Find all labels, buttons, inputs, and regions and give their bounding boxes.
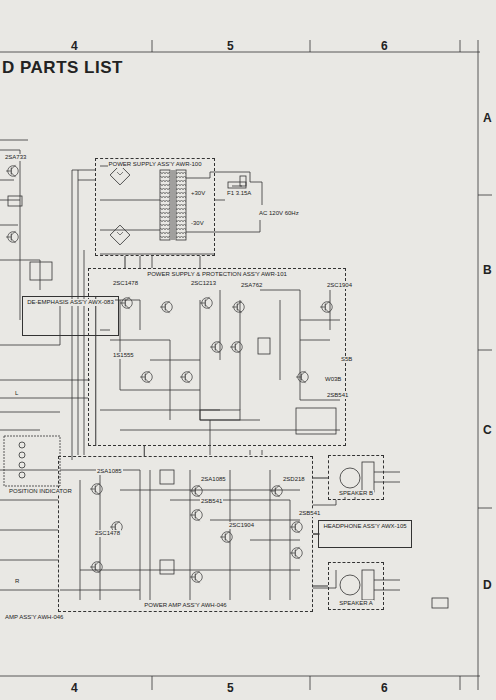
part-label: 2SA1085 <box>200 476 227 483</box>
part-label: W03B <box>324 376 342 383</box>
part-label: 2SB541 <box>326 392 349 399</box>
wire-connector <box>313 586 328 587</box>
assembly-label: SPEAKER B <box>338 490 374 497</box>
assembly-label: POWER SUPPLY & PROTECTION ASS'Y AWR-101 <box>146 271 288 278</box>
part-label: -30V <box>190 220 205 227</box>
part-label: 2SC1213 <box>190 280 217 287</box>
grid-reference: 4 <box>70 40 79 53</box>
part-label: S5B <box>340 356 353 363</box>
assembly-label: HEADPHONE ASS'Y AWX-105 <box>322 523 407 530</box>
part-label: 2SA762 <box>240 282 263 289</box>
grid-reference: C <box>482 424 493 437</box>
part-label: POSITION INDICATOR <box>8 488 73 495</box>
grid-reference: B <box>482 264 493 277</box>
part-label: AC 120V 60Hz <box>258 210 300 217</box>
part-label: 2SD218 <box>282 476 306 483</box>
assembly-label: SPEAKER A <box>338 600 374 607</box>
part-label: 2SB541 <box>298 510 321 517</box>
part-label: AMP ASS'Y AWH-046 <box>4 614 64 621</box>
assembly-box: HEADPHONE ASS'Y AWX-105 <box>318 520 412 548</box>
page-title: D PARTS LIST <box>2 58 123 78</box>
assembly-label: POWER AMP ASS'Y AWH-046 <box>143 602 227 609</box>
grid-reference: 4 <box>70 682 79 695</box>
speaker-terminal: SPEAKER A <box>328 562 384 610</box>
wire-connector <box>125 256 126 268</box>
part-label: L <box>14 390 19 397</box>
part-label: 2SB541 <box>200 498 223 505</box>
part-label: 2SC1478 <box>94 530 121 537</box>
part-label: 2SC1478 <box>112 280 139 287</box>
wire-connector <box>95 296 96 446</box>
grid-reference: D <box>482 579 493 592</box>
grid-reference: 6 <box>380 682 389 695</box>
assembly-label: POWER SUPPLY ASS'Y AWR-100 <box>108 161 203 168</box>
wire-connector <box>144 446 145 456</box>
part-label: +30V <box>190 190 206 197</box>
grid-reference: 5 <box>226 40 235 53</box>
part-label: R <box>14 578 20 585</box>
part-label: 2SC1904 <box>228 522 255 529</box>
grid-reference: 5 <box>226 682 235 695</box>
grid-reference: 6 <box>380 40 389 53</box>
grid-reference: A <box>482 112 493 125</box>
part-label: 2SC1904 <box>326 282 353 289</box>
part-label: 1S1555 <box>112 352 135 359</box>
assembly-box: DE-EMPHASIS ASS'Y AWX-083 <box>22 296 119 336</box>
part-label: 2SA733 <box>4 154 27 161</box>
part-label: 2SA1085 <box>96 468 123 475</box>
assembly-label: DE-EMPHASIS ASS'Y AWX-083 <box>26 299 115 306</box>
speaker-terminal: SPEAKER B <box>328 455 384 500</box>
wire-connector <box>313 478 328 479</box>
assembly-box: POWER SUPPLY ASS'Y AWR-100 <box>95 158 215 256</box>
part-label: F1 3.15A <box>226 190 252 197</box>
